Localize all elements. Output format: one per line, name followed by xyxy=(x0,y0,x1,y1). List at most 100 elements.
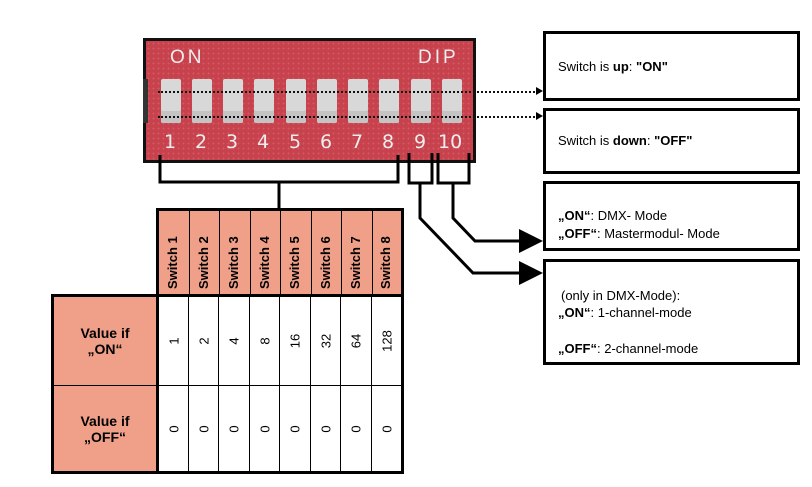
table-cell: 1 xyxy=(159,297,189,385)
table-header: Switch 2 xyxy=(190,211,220,297)
switch-number-7: 7 xyxy=(351,131,364,153)
table-cell: 64 xyxy=(341,297,372,385)
off-value-6: 0 xyxy=(318,424,333,433)
arrow-switch-10 xyxy=(451,183,543,253)
switch-knob-1[interactable] xyxy=(161,79,181,123)
switch-knob-10[interactable] xyxy=(442,79,462,123)
table-header: Switch 4 xyxy=(251,211,281,297)
table-cell: 0 xyxy=(341,386,372,471)
callout-switch-up: Switch is up: "ON" xyxy=(543,31,800,101)
table-header: Switch 1 xyxy=(159,211,190,297)
switch-number-1: 1 xyxy=(164,131,177,153)
table-cell: 0 xyxy=(250,386,280,471)
table-cell: 0 xyxy=(189,386,219,471)
switch-number-9: 9 xyxy=(414,131,427,153)
table-header: Switch 3 xyxy=(220,211,251,297)
callout-switch-down: Switch is down: "OFF" xyxy=(543,108,800,174)
callout-up-value: "ON" xyxy=(636,59,668,74)
switch-knob-6[interactable] xyxy=(317,79,337,123)
table-cell: 8 xyxy=(250,297,280,385)
table-cell: 16 xyxy=(280,297,311,385)
table-header: Switch 5 xyxy=(281,211,312,297)
on-value-4: 8 xyxy=(257,337,272,345)
on-leader-line xyxy=(158,91,538,93)
switch-knob-4[interactable] xyxy=(254,79,274,123)
table-cell: 0 xyxy=(372,386,401,471)
header-switch-5: Switch 5 xyxy=(287,236,302,289)
table-cell: 0 xyxy=(219,386,250,471)
callout-up-prefix: Switch is xyxy=(558,59,613,74)
table-cell: 0 xyxy=(159,386,189,471)
row-divider xyxy=(54,385,401,386)
row-on-line1: Value if xyxy=(80,325,130,341)
sw9-off-text: : 2-channel-mode xyxy=(597,341,699,356)
switch-knob-8[interactable] xyxy=(379,79,399,123)
header-switch-1: Switch 1 xyxy=(165,236,180,289)
callout-down-suffix: : xyxy=(646,133,655,148)
callout-down-value: "OFF" xyxy=(654,133,693,148)
table-header: Switch 8 xyxy=(373,211,401,297)
on-value-7: 64 xyxy=(348,333,364,349)
on-value-3: 4 xyxy=(226,337,242,345)
switch-number-4: 4 xyxy=(257,131,270,153)
callout-down-bold: down xyxy=(612,133,647,148)
off-value-5: 0 xyxy=(287,424,303,433)
sw9-on-text: : 1-channel-mode xyxy=(590,305,692,320)
header-switch-3: Switch 3 xyxy=(226,236,241,289)
dip-connector xyxy=(143,79,148,123)
table-body: Value if „ON“ Value if „OFF“ 1 2 4 8 16 … xyxy=(51,294,404,474)
switch-knob-9[interactable] xyxy=(411,79,431,123)
row-label-on: Value if „ON“ xyxy=(54,297,159,385)
off-value-1: 0 xyxy=(166,424,181,433)
switch-number-5: 5 xyxy=(289,131,302,153)
switch-knob-7[interactable] xyxy=(348,79,368,123)
off-value-7: 0 xyxy=(348,424,364,433)
table-cell: 128 xyxy=(372,297,401,385)
on-value-2: 2 xyxy=(196,337,211,345)
sw10-off-label: „OFF“ xyxy=(558,226,597,241)
switch-number-2: 2 xyxy=(195,131,208,153)
header-switch-2: Switch 2 xyxy=(195,236,211,289)
header-switch-4: Switch 4 xyxy=(256,236,272,289)
on-value-5: 16 xyxy=(287,333,303,349)
callout-switch-9: (only in DMX-Mode): „ON“: 1-channel-mode… xyxy=(543,259,800,365)
row-on-line2: „ON“ xyxy=(87,341,123,357)
table-cell: 2 xyxy=(189,297,219,385)
header-switch-6: Switch 6 xyxy=(317,236,333,289)
switch-number-10: 10 xyxy=(438,131,463,153)
bracket-switch-9 xyxy=(407,153,434,185)
arrow-switch-9 xyxy=(418,183,543,285)
switch-number-6: 6 xyxy=(320,131,333,153)
sw10-off-text: : Mastermodul- Mode xyxy=(597,226,720,241)
on-value-1: 1 xyxy=(166,337,181,345)
table-cell: 4 xyxy=(219,297,250,385)
callout-down-prefix: Switch is xyxy=(558,133,613,148)
off-value-8: 0 xyxy=(379,424,394,433)
header-switch-8: Switch 8 xyxy=(378,236,393,289)
on-value-6: 32 xyxy=(318,333,333,349)
row-label-off: Value if „OFF“ xyxy=(54,386,159,471)
bracket-switches-1-8 xyxy=(158,155,400,184)
table-header: Switch 6 xyxy=(312,211,342,297)
dip-switch: ON DIP 1 2 3 4 5 6 7 8 9 10 xyxy=(143,38,476,163)
sw9-on-label: „ON“ xyxy=(558,305,591,320)
switch-number-8: 8 xyxy=(382,131,395,153)
row-off-line2: „OFF“ xyxy=(84,428,126,445)
header-switch-7: Switch 7 xyxy=(348,236,363,289)
dip-label-dip: DIP xyxy=(418,47,459,68)
switch-knob-3[interactable] xyxy=(223,79,243,123)
sw9-note: (only in DMX-Mode): xyxy=(561,288,681,303)
on-value-8: 128 xyxy=(379,330,394,352)
callout-switch-10: „ON“: DMX- Mode „OFF“: Mastermodul- Mode xyxy=(543,181,800,251)
callout-up-suffix: : xyxy=(628,59,637,74)
table-cell: 32 xyxy=(311,297,341,385)
bracket-switch-10 xyxy=(436,153,471,185)
callout-up-bold: up xyxy=(612,59,629,74)
off-value-2: 0 xyxy=(196,424,211,433)
row-off-line1: Value if xyxy=(80,412,130,429)
switch-knob-2[interactable] xyxy=(192,79,212,123)
table-header-row: Switch 1 Switch 2 Switch 3 Switch 4 Swit… xyxy=(156,208,404,297)
off-leader-line xyxy=(158,116,538,118)
switch-knob-5[interactable] xyxy=(286,79,306,123)
